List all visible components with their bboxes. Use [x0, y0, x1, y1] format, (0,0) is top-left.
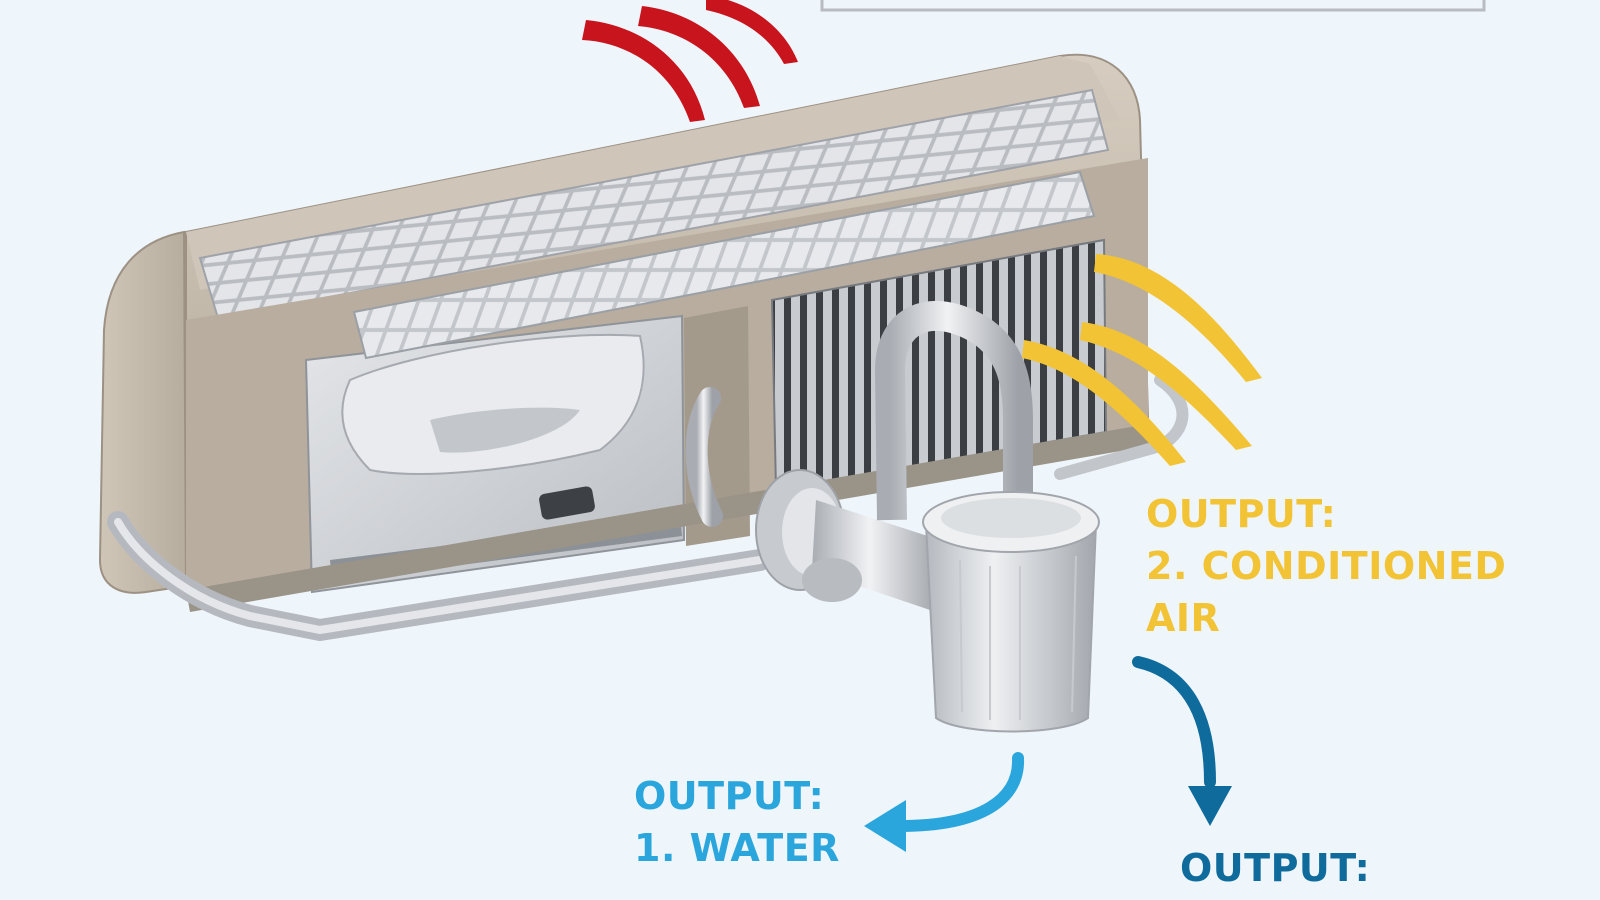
output-water-label: OUTPUT: 1. WATER — [634, 770, 840, 874]
water-canister — [922, 491, 1100, 733]
curved-arrow-down-icon — [1132, 656, 1232, 826]
output-heading: OUTPUT: — [1180, 846, 1371, 890]
output-third-label: OUTPUT: — [1180, 842, 1370, 894]
heat-waves-icon — [582, 0, 798, 122]
conditioned-air-text-line2: AIR — [1146, 596, 1221, 640]
conditioned-air-text-line1: 2. CONDITIONED — [1146, 544, 1507, 588]
frame-edge — [820, 0, 1486, 12]
u-pipe — [875, 300, 1033, 521]
air-waves-icon — [1022, 254, 1262, 466]
pump-assembly — [755, 469, 940, 610]
water-text: 1. WATER — [634, 826, 840, 870]
output-heading: OUTPUT: — [1146, 492, 1337, 536]
curved-arrow-left-icon — [864, 752, 1025, 852]
output-heading: OUTPUT: — [634, 774, 825, 818]
output-conditioned-air-label: OUTPUT: 2. CONDITIONED AIR — [1146, 488, 1506, 644]
